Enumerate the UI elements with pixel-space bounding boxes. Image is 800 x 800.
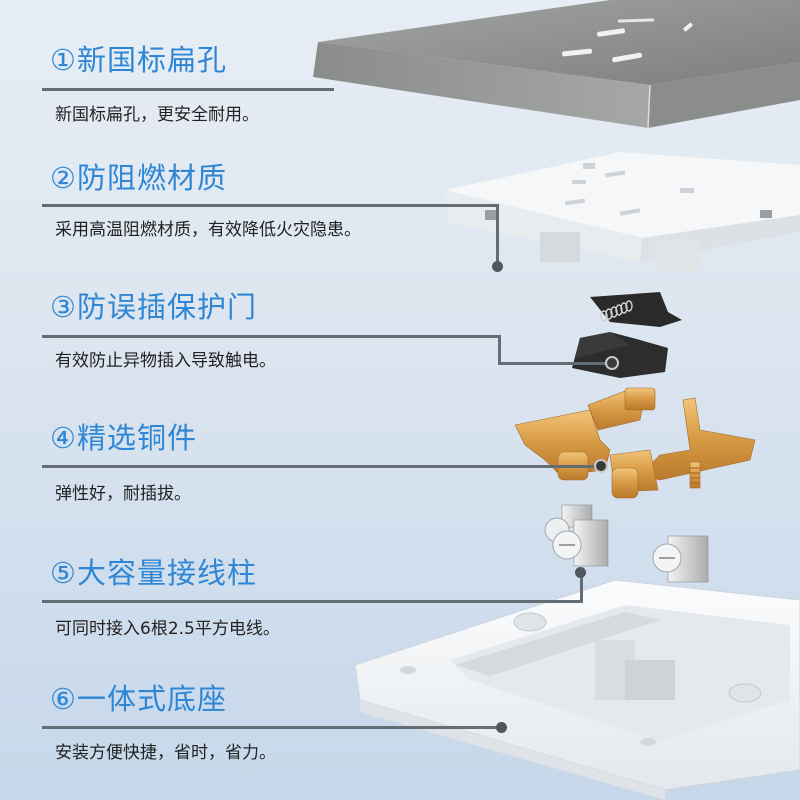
shutter-doors [572, 292, 682, 378]
step-number-1: ① [50, 43, 77, 77]
feature-title: ⑥一体式底座 [50, 682, 228, 716]
connector-line [42, 204, 499, 207]
gray-faceplate [313, 0, 800, 129]
step-number-4: ④ [50, 421, 77, 455]
copper-contacts [514, 387, 756, 499]
connector-line-horizontal [498, 362, 608, 365]
connector-dot [492, 261, 503, 272]
connector-ring [605, 356, 619, 370]
connector-line-vertical [496, 204, 499, 264]
step-number-3: ③ [50, 290, 77, 324]
feature-title: ⑤大容量接线柱 [50, 556, 258, 590]
base-frame [354, 579, 800, 800]
feature-description: 有效防止异物插入导致触电。 [55, 351, 276, 371]
feature-description: 采用高温阻燃材质，有效降低火灾隐患。 [55, 220, 361, 240]
wire-terminals [544, 504, 709, 583]
feature-description: 可同时接入6根2.5平方电线。 [55, 619, 280, 639]
step-number-6: ⑥ [50, 682, 77, 716]
white-insert [445, 152, 800, 272]
connector-line [42, 335, 501, 338]
feature-description: 新国标扁孔，更安全耐用。 [55, 105, 259, 125]
connector-line [42, 600, 583, 603]
connector-ring [594, 459, 608, 473]
connector-dot [496, 722, 507, 733]
feature-title: ②防阻燃材质 [50, 161, 228, 195]
feature-description: 弹性好，耐插拔。 [55, 484, 191, 504]
feature-title: ④精选铜件 [50, 421, 198, 455]
feature-description: 安装方便快捷，省时，省力。 [55, 743, 276, 763]
connector-line [42, 726, 500, 729]
connector-line [42, 465, 597, 468]
feature-title: ③防误插保护门 [50, 290, 258, 324]
feature-title: ①新国标扁孔 [50, 43, 228, 77]
connector-line-vertical [498, 335, 501, 365]
connector-line [42, 88, 334, 91]
connector-dot [575, 567, 586, 578]
step-number-5: ⑤ [50, 556, 77, 590]
step-number-2: ② [50, 161, 77, 195]
connector-line-vertical [580, 574, 583, 603]
